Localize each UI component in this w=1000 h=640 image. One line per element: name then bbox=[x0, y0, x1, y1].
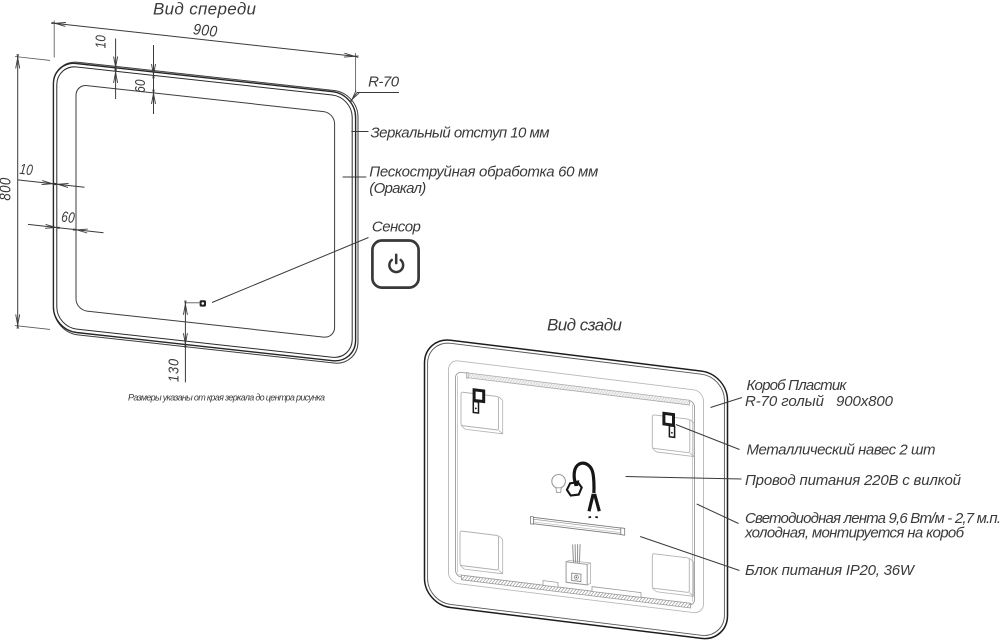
svg-text:Светодиодная лента 9,6 Вт/м -: Светодиодная лента 9,6 Вт/м - 2,7 м.п. bbox=[745, 510, 1000, 527]
svg-text:Зеркальный отступ 10 мм: Зеркальный отступ 10 мм bbox=[371, 125, 550, 142]
svg-text:Короб Пластик: Короб Пластик bbox=[747, 377, 848, 394]
svg-text:R-70: R-70 bbox=[368, 74, 400, 91]
svg-text:130: 130 bbox=[164, 358, 181, 382]
svg-text:Вид сзади: Вид сзади bbox=[547, 316, 623, 335]
svg-text:R-70 голый 900х800: R-70 голый 900х800 bbox=[745, 393, 894, 410]
svg-text:60: 60 bbox=[61, 208, 76, 226]
svg-text:60: 60 bbox=[131, 79, 148, 93]
svg-text:10: 10 bbox=[92, 35, 109, 49]
svg-text:Провод питания 220В с вилкой: Провод питания 220В с вилкой bbox=[745, 472, 962, 489]
svg-text:10: 10 bbox=[19, 160, 34, 178]
svg-text:Блок питания IP20, 36W: Блок питания IP20, 36W bbox=[745, 562, 916, 579]
svg-text:900: 900 bbox=[192, 22, 219, 41]
svg-text:800: 800 bbox=[0, 177, 15, 200]
svg-text:Сенсор: Сенсор bbox=[372, 219, 421, 236]
svg-text:Пескоструйная обработка 60 мм: Пескоструйная обработка 60 мм bbox=[369, 164, 598, 181]
svg-text:Вид спереди: Вид спереди bbox=[153, 0, 257, 19]
svg-text:(Оракал): (Оракал) bbox=[369, 180, 426, 197]
svg-text:холодная, монтируется на короб: холодная, монтируется на короб bbox=[744, 525, 965, 542]
svg-text:Металлический навес 2 шт: Металлический навес 2 шт bbox=[747, 442, 936, 459]
svg-text:Размеры указаны от края зеркал: Размеры указаны от края зеркала до центр… bbox=[128, 393, 325, 403]
